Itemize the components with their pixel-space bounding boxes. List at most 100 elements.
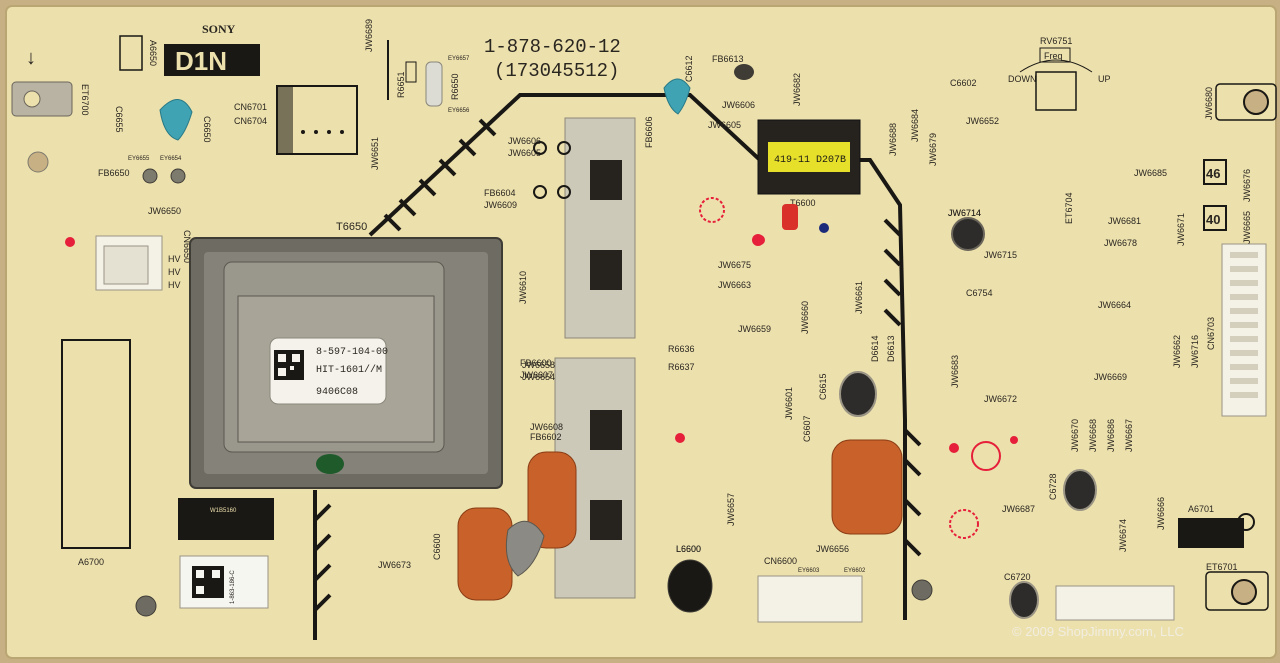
silkscreen-label: JW6686 <box>1106 419 1116 452</box>
silkscreen-label: JW6685 <box>1134 168 1167 178</box>
silkscreen-label: JW6716 <box>1190 335 1200 368</box>
silkscreen-label: HIT-1601//M <box>316 364 382 376</box>
silkscreen-label: JW6664 <box>1098 300 1131 310</box>
silkscreen-label: CN6600 <box>764 556 797 566</box>
silkscreen-label: EY6602 <box>844 568 866 574</box>
silkscreen-label: C6754 <box>966 288 993 298</box>
silkscreen-label: A6650 <box>148 40 158 66</box>
silkscreen-label: R6636 <box>668 344 695 354</box>
silkscreen-label: JW6657 <box>726 493 736 526</box>
silkscreen-label: CN6650 <box>182 230 192 263</box>
capacitor-c6720 <box>1009 581 1039 619</box>
silkscreen-label: ET6700 <box>80 84 90 116</box>
silkscreen-label: L6600 <box>676 544 701 554</box>
silkscreen-label: JW6661 <box>854 281 864 314</box>
silkscreen-label: UP <box>1098 74 1111 84</box>
a6700-label: A6700 <box>78 557 104 567</box>
silkscreen-label: FB6604 <box>484 188 516 198</box>
silkscreen-label: CN6704 <box>234 116 267 126</box>
inductor-l6600 <box>667 559 713 613</box>
down-arrow-icon: ↓ <box>26 47 36 69</box>
silkscreen-label: JW6678 <box>1104 238 1137 248</box>
silkscreen-label: JW6658 <box>522 360 555 370</box>
connector-cn6600 <box>757 575 863 623</box>
part-number: 1-878-620-12 <box>484 36 621 58</box>
silkscreen-label: R6651 <box>396 71 406 98</box>
capacitor-c6615 <box>839 371 877 417</box>
silkscreen-label: FB6602 <box>530 432 562 442</box>
silkscreen-label: T6650 <box>336 221 367 233</box>
silkscreen-label: JW6670 <box>1070 419 1080 452</box>
silkscreen-label: C6607 <box>802 415 812 442</box>
heatsink-upper <box>564 117 636 339</box>
silkscreen-label: JW6715 <box>984 250 1017 260</box>
silkscreen-label: JW6675 <box>718 260 751 270</box>
silkscreen-label: JW6610 <box>518 271 528 304</box>
et6700-mount <box>11 81 73 117</box>
silkscreen-label: JW6651 <box>370 137 380 170</box>
silkscreen-label: JW6689 <box>364 19 374 52</box>
silkscreen-label: JW6606 <box>508 136 541 146</box>
silkscreen-label: RV6751 <box>1040 36 1072 46</box>
silkscreen-label: EY6603 <box>798 568 820 574</box>
silkscreen-label: R6637 <box>668 362 695 372</box>
connector-cn6703 <box>1221 243 1267 417</box>
silkscreen-label: JW6673 <box>378 560 411 570</box>
silkscreen-label: FB6613 <box>712 54 744 64</box>
resistor-r6650 <box>425 61 443 107</box>
silkscreen-label: JW6668 <box>1088 419 1098 452</box>
silkscreen-label: JW6672 <box>984 394 1017 404</box>
board-substrate <box>5 5 1277 659</box>
part-code: (173045512) <box>494 60 619 82</box>
silkscreen-label: FB6650 <box>98 168 130 178</box>
silkscreen-label: JW6652 <box>966 116 999 126</box>
silkscreen-label: EY6654 <box>160 156 182 162</box>
silkscreen-label: JW6608 <box>530 422 563 432</box>
silkscreen-label: C6602 <box>950 78 977 88</box>
silkscreen-label: 1-863-186-C <box>230 570 236 604</box>
silkscreen-label: DOWN <box>1008 74 1037 84</box>
silkscreen-label: JW6674 <box>1118 519 1128 552</box>
silkscreen-label: JW6663 <box>718 280 751 290</box>
silkscreen-label: A6701 <box>1188 504 1214 514</box>
model-label: D1N <box>175 46 227 76</box>
silkscreen-label: D6613 <box>886 335 896 362</box>
silkscreen-label: JW6665 <box>1242 211 1252 244</box>
silkscreen-label: JW6681 <box>1108 216 1141 226</box>
silkscreen-label: D6614 <box>870 335 880 362</box>
silkscreen-label: HV <box>168 267 181 277</box>
silkscreen-label: C6615 <box>818 373 828 400</box>
silkscreen-label: W1B5160 <box>210 508 237 514</box>
silkscreen-label: 419-11 D207B <box>774 155 846 166</box>
silkscreen-label: C6728 <box>1048 473 1058 500</box>
silkscreen-label: JW6714 <box>948 208 981 218</box>
capacitor-c6728 <box>1063 469 1097 511</box>
silkscreen-label: EY6657 <box>448 56 470 62</box>
silkscreen-label: JW6714 <box>948 208 981 218</box>
silkscreen-label: JW6601 <box>784 387 794 420</box>
capacitor-c6600 <box>457 507 513 601</box>
silkscreen-label: JW6609 <box>484 200 517 210</box>
trim-pot-rv6751 <box>1035 71 1077 111</box>
silkscreen-label: ET6704 <box>1064 192 1074 224</box>
silkscreen-label: FB6600 <box>520 358 552 368</box>
silkscreen-label: EY6655 <box>128 156 150 162</box>
silkscreen-label: CN6703 <box>1206 317 1216 350</box>
silkscreen-label: JW6671 <box>1176 213 1186 246</box>
silkscreen-label: JW6654 <box>522 372 555 382</box>
silkscreen-label: JW6656 <box>816 544 849 554</box>
silkscreen-label: 46 <box>1206 166 1220 181</box>
silkscreen-label: JW6683 <box>950 355 960 388</box>
silkscreen-label: 9406C08 <box>316 387 358 398</box>
silkscreen-label: JW6660 <box>800 301 810 334</box>
silkscreen-label: HV <box>168 280 181 290</box>
connector-bottom <box>1055 585 1175 621</box>
silkscreen-label: C6600 <box>432 533 442 560</box>
silkscreen-label: Freq <box>1044 51 1063 61</box>
silkscreen-label: 40 <box>1206 212 1220 227</box>
silkscreen-label: JW6680 <box>1204 87 1214 120</box>
silkscreen-label: JW6676 <box>1242 169 1252 202</box>
silkscreen-label: L6600 <box>676 544 701 554</box>
jumper-a6701 <box>1178 518 1244 548</box>
